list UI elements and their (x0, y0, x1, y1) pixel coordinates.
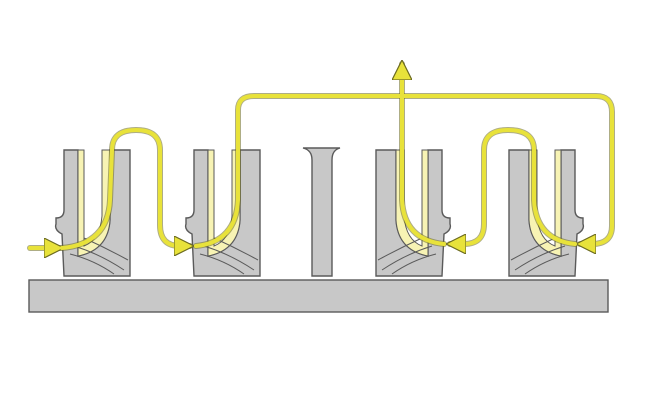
flow-stage2-to-stage4 (194, 94, 614, 246)
flow-outlet-arrow (402, 64, 446, 246)
impeller-stage-4 (509, 150, 583, 276)
center-divider (302, 147, 341, 277)
flow-stage1-to-stage2 (60, 128, 190, 248)
impeller-stage-2 (184, 149, 261, 277)
flow-stage4-to-stage3 (450, 128, 577, 244)
impeller-stage-3 (376, 150, 450, 276)
impeller-stage-1 (54, 149, 131, 277)
base-plate (28, 279, 609, 313)
flow-path (28, 64, 614, 248)
